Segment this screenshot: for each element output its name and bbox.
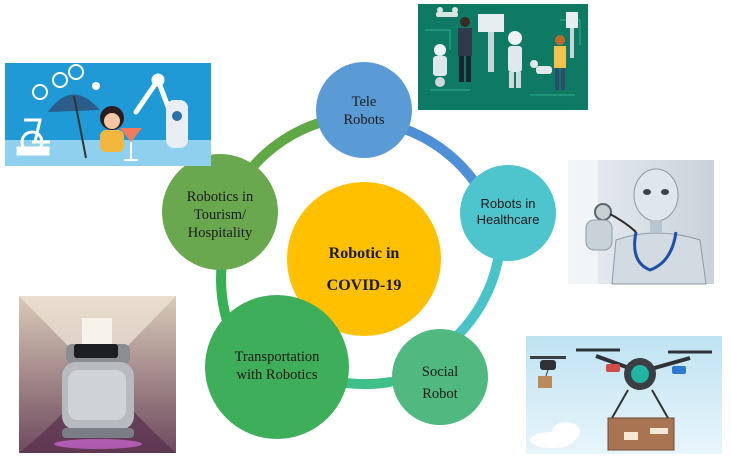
woman-icon <box>554 35 566 90</box>
node-tele-circle <box>316 62 412 158</box>
package-icon <box>607 417 675 451</box>
exercise-bike-icon <box>16 118 50 156</box>
robot-head-icon <box>633 168 679 232</box>
tele-image <box>418 4 588 110</box>
center-label-line2: COVID-19 <box>326 277 402 294</box>
node-tele-label: Tele Robots <box>316 93 412 129</box>
social-image <box>526 336 722 454</box>
node-tourism-line2: Tourism/ <box>193 207 247 224</box>
center-label: Robotic in COVID-19 <box>300 238 428 302</box>
node-healthcare-circle <box>460 165 556 261</box>
transport-image <box>19 296 176 453</box>
screen-robot-icon <box>478 14 504 72</box>
node-social-circle <box>392 329 488 425</box>
delivery-drone-icon <box>576 348 712 419</box>
node-tourism-label: Robotics in Tourism/ Hospitality <box>166 188 274 242</box>
cloud-icon <box>530 422 580 448</box>
node-transport-label: Transportation with Robotics <box>210 348 344 384</box>
node-transport-line2: with Robotics <box>236 367 318 384</box>
ring-arc-tourism-tele <box>245 117 327 175</box>
drone-icon <box>436 7 458 17</box>
beach-umbrella-icon <box>48 94 100 159</box>
tourism-image <box>5 63 211 166</box>
node-healthcare-line1: Robots in <box>480 196 536 211</box>
node-tourism-line3: Hospitality <box>187 225 253 242</box>
robot-arm-icon <box>133 73 188 148</box>
node-tourism-line1: Robotics in <box>186 189 254 205</box>
ring-arc-tele-healthcare <box>402 125 485 195</box>
node-tele-line1: Tele <box>351 94 377 110</box>
healthcare-image <box>568 160 714 285</box>
ring-arc-social-transport <box>335 377 395 390</box>
kiosk-icon <box>566 12 578 58</box>
robot-hand-icon <box>585 219 613 251</box>
ring-arc-healthcare-social <box>450 255 503 343</box>
node-transport-line1: Transportation <box>234 349 320 365</box>
robot-dog-icon <box>530 60 552 74</box>
cocktail-icon <box>120 128 142 161</box>
center-label-line1: Robotic in <box>328 245 400 262</box>
node-tele-line2: Robots <box>343 112 385 129</box>
center-circle <box>287 182 441 336</box>
delivery-robot-icon <box>54 344 142 449</box>
stethoscope-icon <box>594 203 678 272</box>
humanoid-robot-icon <box>508 31 522 88</box>
robot-body-icon <box>611 232 707 285</box>
node-healthcare-line2: Healthcare <box>476 212 540 228</box>
woman-icon <box>100 106 124 152</box>
small-robot-icon <box>433 44 447 87</box>
floating-icons <box>32 64 100 100</box>
node-transport-circle <box>205 295 349 439</box>
node-healthcare-label: Robots in Healthcare <box>458 196 558 229</box>
node-social-label: Social Robot <box>392 362 488 406</box>
node-social-line1: Social <box>421 364 459 380</box>
node-social-line2: Robot <box>422 385 458 402</box>
person-icon <box>458 17 472 82</box>
small-drone-icon <box>530 356 566 388</box>
node-tourism-circle <box>162 154 278 270</box>
